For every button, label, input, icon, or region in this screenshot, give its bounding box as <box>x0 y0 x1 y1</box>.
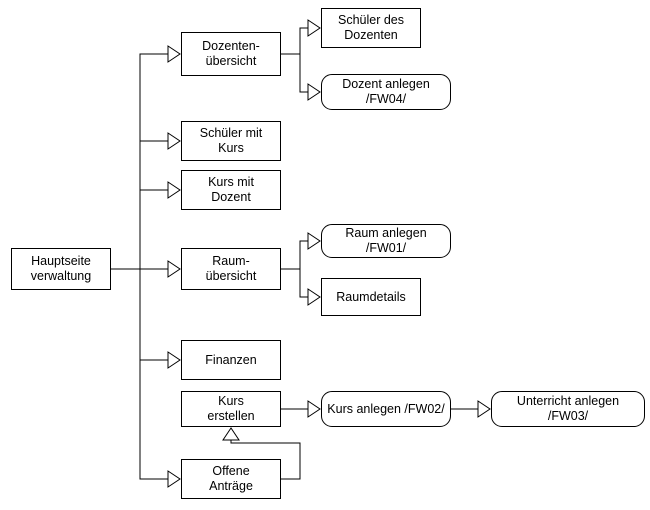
arrowhead-hauptseite-to-offene <box>167 470 181 488</box>
node-schueler_kurs[interactable]: Schüler mit Kurs <box>181 121 281 161</box>
arrowhead-hauptseite-to-raum <box>167 260 181 278</box>
node-label-dozent_anl: Dozent anlegen /FW04/ <box>342 77 430 106</box>
node-label-kurs_anl: Kurs anlegen /FW02/ <box>327 401 445 416</box>
connector-hauptseite-to-dozenten <box>111 53 171 270</box>
node-offene[interactable]: Offene Anträge <box>181 459 281 499</box>
node-raumdetails[interactable]: Raumdetails <box>321 278 421 316</box>
node-label-kurs_erst: Kurs erstellen <box>207 394 255 423</box>
arrowhead-raum-to-raum_anl <box>307 232 321 250</box>
node-finanzen[interactable]: Finanzen <box>181 340 281 380</box>
node-dozent_anl[interactable]: Dozent anlegen /FW04/ <box>321 74 451 110</box>
node-raum[interactable]: Raum- übersicht <box>181 248 281 290</box>
connector-raum-to-raumdetails <box>299 269 311 298</box>
node-hauptseite[interactable]: Hauptseite verwaltung <box>11 248 111 290</box>
arrowhead-dozenten-to-schueler_doz <box>307 19 321 37</box>
node-label-raumdetails: Raumdetails <box>336 289 406 304</box>
node-kurs_erst[interactable]: Kurs erstellen <box>181 391 281 427</box>
node-label-dozenten: Dozenten- übersicht <box>202 39 260 68</box>
connector-dozenten-to-schueler_doz <box>281 27 311 55</box>
connector-hauptseite-to-schueler_kurs <box>139 140 171 269</box>
node-raum_anl[interactable]: Raum anlegen /FW01/ <box>321 224 451 258</box>
node-kurs_anl[interactable]: Kurs anlegen /FW02/ <box>321 391 451 427</box>
arrowhead-hauptseite-to-dozenten <box>167 45 181 63</box>
node-unterricht[interactable]: Unterricht anlegen /FW03/ <box>491 391 645 427</box>
node-label-raum: Raum- übersicht <box>205 254 257 283</box>
node-schueler_doz[interactable]: Schüler des Dozenten <box>321 8 421 48</box>
node-kurs_dozent[interactable]: Kurs mit Dozent <box>181 170 281 210</box>
node-label-schueler_doz: Schüler des Dozenten <box>337 13 404 42</box>
connector-offene-to-kurs_erst <box>230 437 301 480</box>
node-label-offene: Offene Anträge <box>209 464 253 493</box>
node-label-schueler_kurs: Schüler mit Kurs <box>199 126 263 155</box>
node-label-raum_anl: Raum anlegen /FW01/ <box>345 226 427 255</box>
connector-dozenten-to-dozent_anl <box>299 54 311 93</box>
arrowhead-kurs_anl-to-unterricht <box>477 400 491 418</box>
node-label-finanzen: Finanzen <box>205 352 257 367</box>
node-label-kurs_dozent: Kurs mit Dozent <box>208 175 254 204</box>
node-label-hauptseite: Hauptseite verwaltung <box>30 254 92 283</box>
arrowhead-hauptseite-to-schueler_kurs <box>167 132 181 150</box>
connector-hauptseite-to-offene <box>139 269 171 480</box>
node-label-unterricht: Unterricht anlegen /FW03/ <box>516 394 620 423</box>
node-dozenten[interactable]: Dozenten- übersicht <box>181 32 281 76</box>
arrowhead-hauptseite-to-finanzen <box>167 351 181 369</box>
arrowhead-hauptseite-to-kurs_dozent <box>167 181 181 199</box>
arrowhead-raum-to-raumdetails <box>307 288 321 306</box>
arrowhead-kurs_erst-to-kurs_anl <box>307 400 321 418</box>
arrowhead-dozenten-to-dozent_anl <box>307 83 321 101</box>
connector-hauptseite-to-kurs_dozent <box>139 189 171 269</box>
connector-raum-to-raum_anl <box>281 240 311 270</box>
connector-hauptseite-to-finanzen <box>139 269 171 361</box>
arrowhead-offene-to-kurs_erst <box>222 427 240 441</box>
